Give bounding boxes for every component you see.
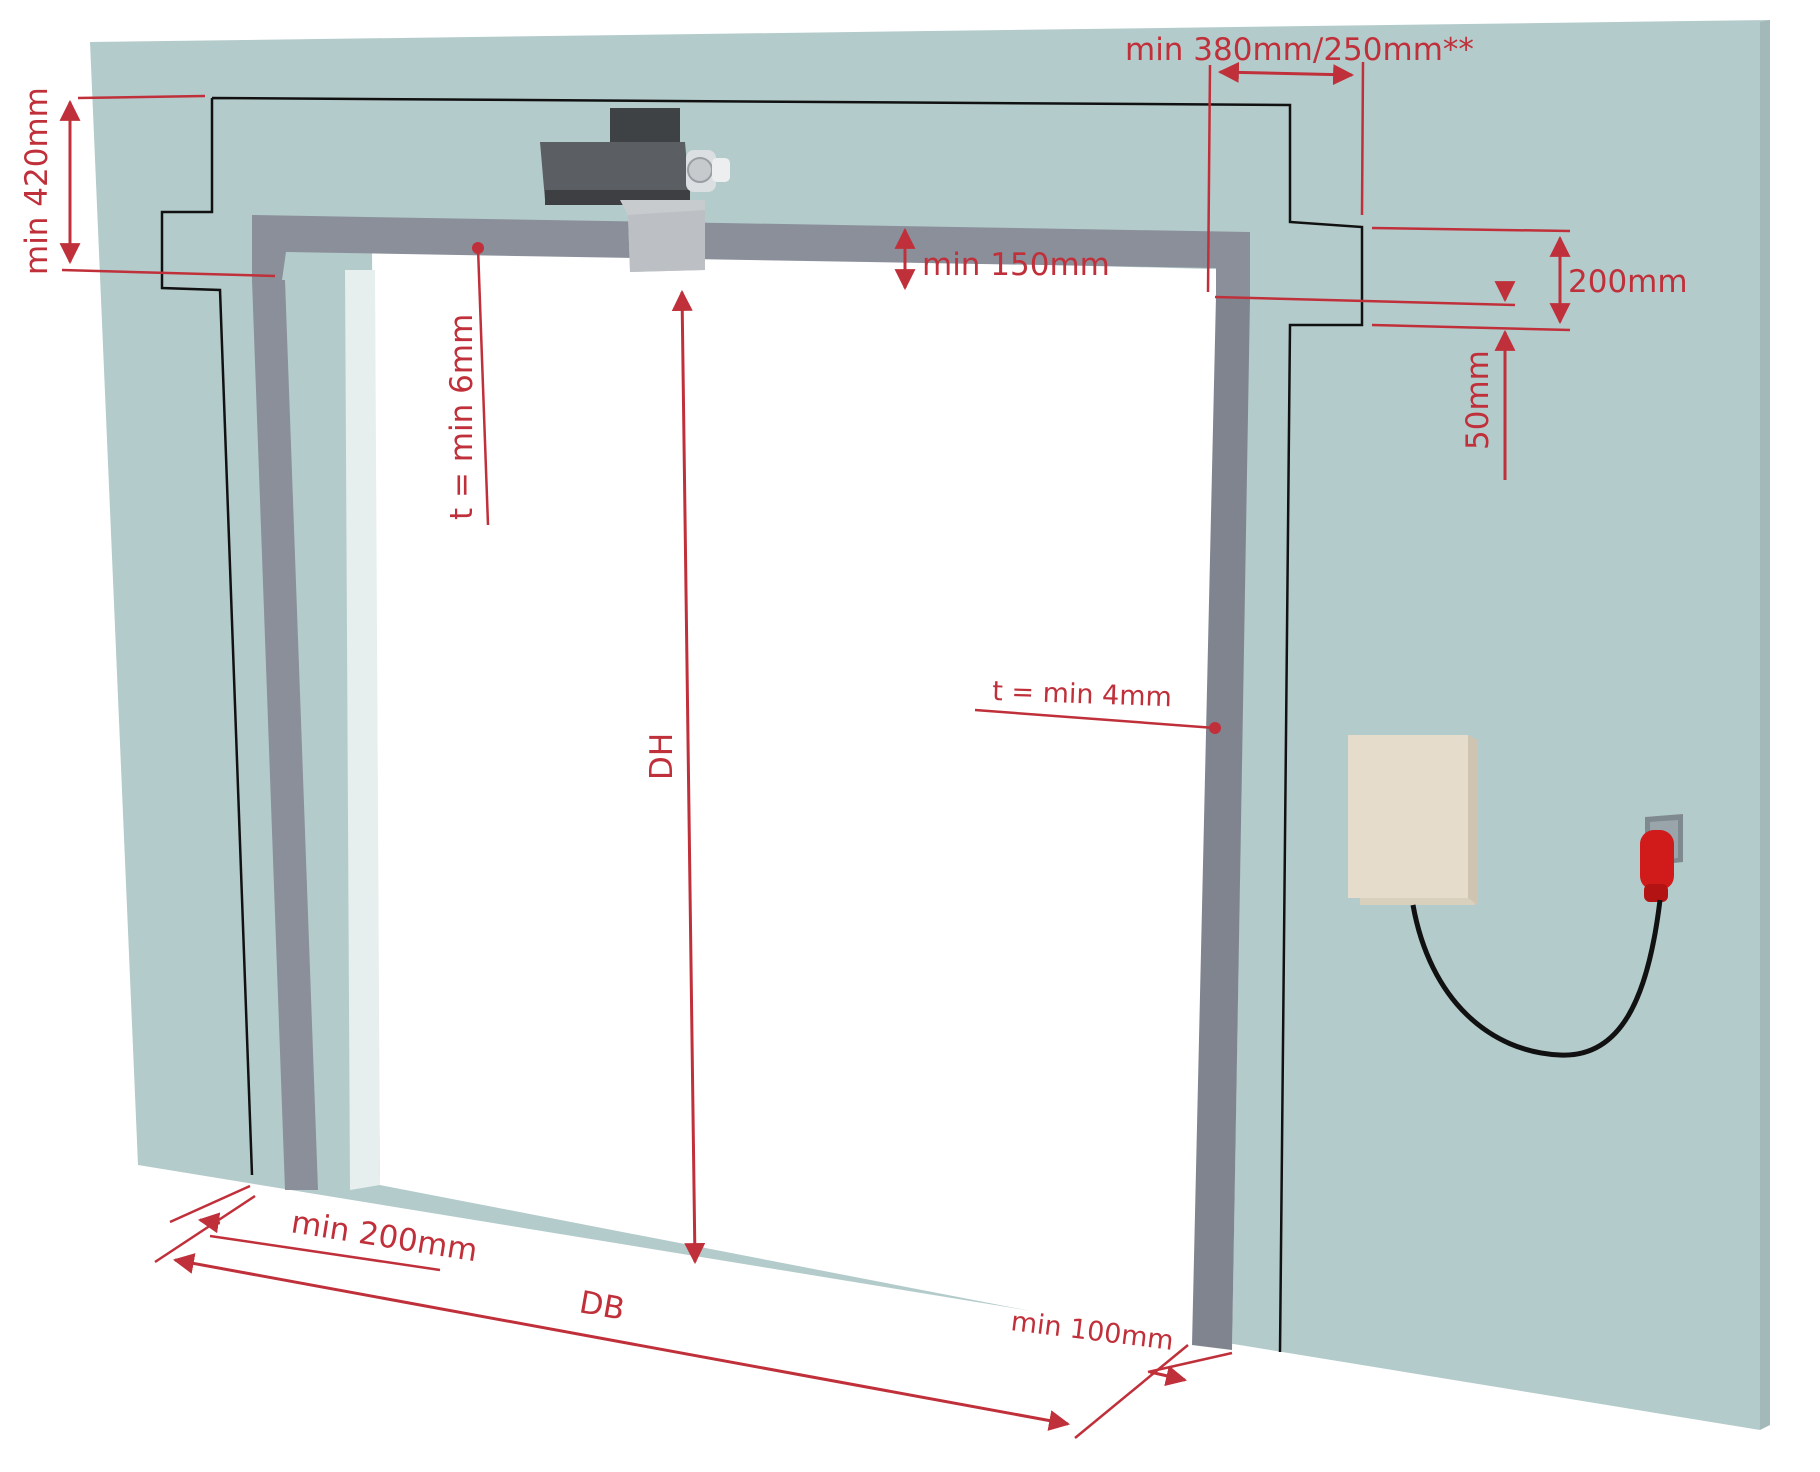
left-jamb-side [345, 270, 380, 1190]
door-opening [255, 245, 1250, 1350]
control-box-icon [1348, 735, 1478, 905]
dim-t6: t = min 6mm [444, 242, 490, 526]
wall-side-edge [1760, 20, 1770, 1430]
dim-min-150: min 150mm [894, 227, 1110, 291]
dim-50: 50mm [1214, 281, 1516, 480]
label-50: 50mm [1460, 350, 1496, 450]
label-t4: t = min 4mm [992, 676, 1173, 713]
power-cable [1410, 899, 1663, 1058]
frame-left-post [252, 280, 318, 1190]
dim-min-380: min 380mm/250mm** [1125, 32, 1474, 293]
dim-db: DB [172, 1253, 1071, 1431]
frame-right-post [1192, 296, 1250, 1350]
cee-plug-icon [1640, 814, 1683, 902]
label-min-420: min 420mm [19, 87, 55, 275]
frame-lintel [252, 215, 1250, 298]
motor-bracket-face [628, 210, 705, 272]
label-t6: t = min 6mm [444, 314, 480, 520]
label-min-380: min 380mm/250mm** [1125, 32, 1474, 68]
dim-min-420: min 420mm [19, 87, 276, 278]
motor-drive-icon [686, 150, 730, 192]
dim-dh: DH [644, 289, 706, 1265]
label-dh: DH [644, 733, 680, 780]
label-min-150: min 150mm [922, 247, 1110, 283]
label-db: DB [577, 1284, 628, 1327]
dim-t4: t = min 4mm [974, 676, 1221, 734]
motor-housing [540, 142, 690, 200]
niche-outline [160, 96, 1364, 1353]
label-200-right: 200mm [1568, 264, 1688, 300]
dim-200-right: 200mm [1371, 226, 1688, 332]
steel-frame [252, 215, 1250, 1350]
motor-drive [540, 108, 730, 272]
